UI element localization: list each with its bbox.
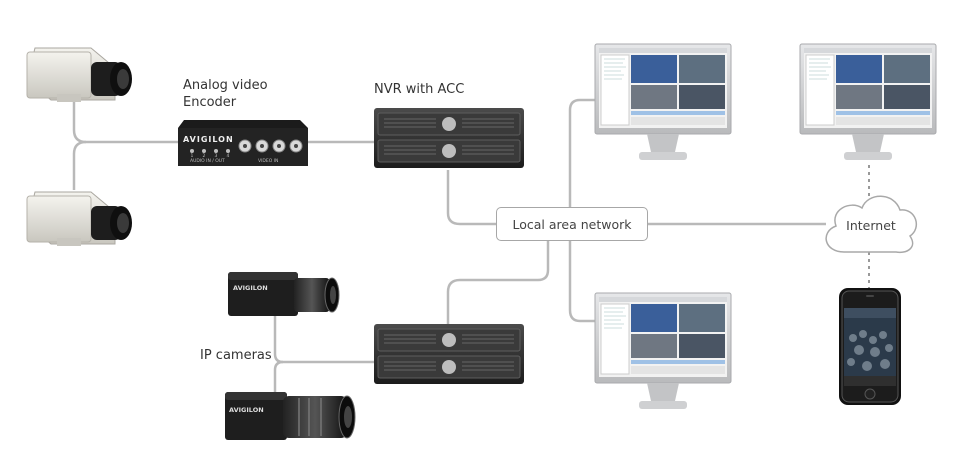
encoder-label: Analog video Encoder	[183, 78, 268, 110]
monitor-icon	[594, 292, 732, 409]
analog-camera-icon	[26, 47, 132, 102]
ip-camera-icon: AVIGILON	[225, 392, 356, 440]
monitor-icon	[594, 43, 732, 160]
nvr-lan-link	[446, 170, 496, 226]
ip-camera-icon: AVIGILON	[228, 272, 340, 316]
encoder-video-label: VIDEO IN	[258, 158, 278, 164]
encoder-audio-label: AUDIO IN / OUT	[190, 158, 225, 164]
analog-camera-icon	[26, 191, 132, 246]
nvr-server-icon	[374, 108, 524, 168]
encoder-port-number: 3	[215, 153, 218, 159]
analog-camera-link	[72, 140, 87, 190]
monitor-icon	[799, 43, 937, 160]
lan-monitor-bottom-link	[568, 241, 596, 323]
lan-monitor-top-link	[568, 98, 596, 207]
nvr-label: NVR with ACC	[374, 82, 465, 97]
local-area-network-box: Local area network	[496, 207, 648, 241]
analog-camera-link	[72, 95, 178, 144]
internet-label: Internet	[846, 218, 896, 233]
connection-lines	[72, 95, 826, 392]
ip-camera-link	[273, 315, 374, 364]
ip-camera-link	[273, 360, 284, 392]
ip-camera-brand: AVIGILON	[233, 284, 268, 292]
encoder-port-number: 2	[203, 153, 206, 159]
cloud-icon	[825, 195, 918, 254]
encoder-brand: AVIGILON	[183, 135, 234, 144]
video-encoder-icon: AVIGILON AUDIO IN / OUT VIDEO IN	[178, 120, 308, 166]
encoder-port-number: 4	[227, 153, 230, 159]
encoder-ports	[190, 149, 230, 153]
lan-nvr2-link	[446, 241, 550, 324]
nvr-server-icon	[374, 324, 524, 384]
ip-camera-brand: AVIGILON	[229, 406, 264, 414]
ip-cameras-label: IP cameras	[200, 348, 272, 363]
smartphone-icon	[839, 288, 901, 405]
encoder-port-number: 1	[191, 153, 194, 159]
